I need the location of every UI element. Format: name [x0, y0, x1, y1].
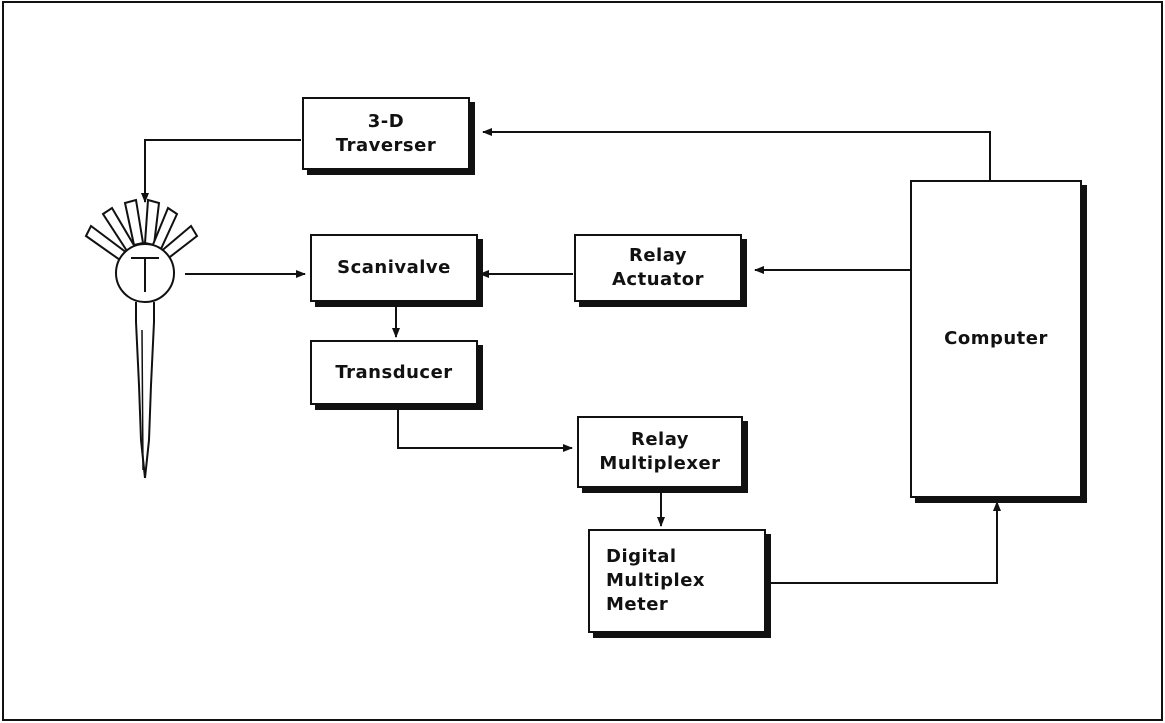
- block-label: Relay: [628, 245, 688, 266]
- block-label: Transducer: [335, 361, 453, 383]
- scanivalve-block: Scanivalve: [310, 234, 478, 302]
- block-label: 3-D: [367, 110, 405, 132]
- computer-block: Computer: [910, 180, 1082, 498]
- block-label: Computer: [944, 328, 1048, 349]
- block-label: Multiplexer: [599, 453, 721, 474]
- block-label: Scanivalve: [337, 257, 451, 278]
- arrow-traverser-to-probe: [141, 139, 301, 203]
- block-label: Traverser: [335, 134, 437, 156]
- block-label: Actuator: [611, 269, 704, 290]
- relay-multiplexer-block: Relay Multiplexer: [577, 416, 743, 488]
- digital-meter-block: Digital Multiplex Meter: [588, 529, 766, 633]
- arrow-transducer-to-multiplexer: [397, 406, 573, 452]
- block-label: Digital: [606, 546, 677, 567]
- arrow-computer-to-traverser: [482, 128, 991, 180]
- probe-icon: [84, 198, 199, 479]
- transducer-block: Transducer: [310, 340, 478, 405]
- block-label: Multiplex: [606, 570, 706, 591]
- relay-actuator-block: Relay Actuator: [574, 234, 742, 302]
- block-label: Meter: [606, 594, 669, 615]
- block-label: Relay: [630, 429, 690, 450]
- traverser-block: 3-D Traverser: [302, 97, 470, 170]
- arrow-meter-to-computer: [767, 501, 1001, 584]
